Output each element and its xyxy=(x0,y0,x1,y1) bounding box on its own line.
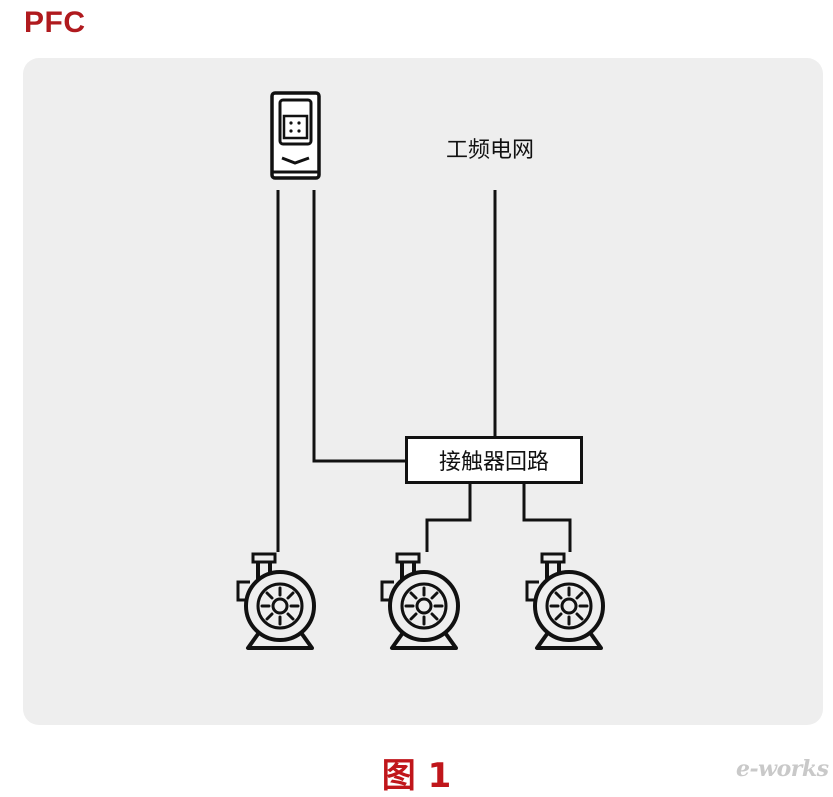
pump-1-icon xyxy=(236,552,316,650)
contactor-to-pump2-wire xyxy=(425,484,472,552)
wiring xyxy=(276,190,572,552)
figure-caption: 图 1 xyxy=(381,756,452,796)
page-title: PFC xyxy=(24,6,86,39)
contactor-to-pump3-wire xyxy=(522,484,572,552)
watermark-logo: e-works xyxy=(736,756,829,782)
vfd-drive-icon xyxy=(270,91,321,180)
contactor-label: 接触器回路 xyxy=(438,450,549,475)
pump-2-icon xyxy=(380,552,460,650)
contactor-box: 接触器回路 xyxy=(405,436,583,484)
drive-to-contactor-wire xyxy=(312,190,405,463)
pump-3-icon xyxy=(525,552,605,650)
grid-label: 工频电网 xyxy=(446,138,535,163)
